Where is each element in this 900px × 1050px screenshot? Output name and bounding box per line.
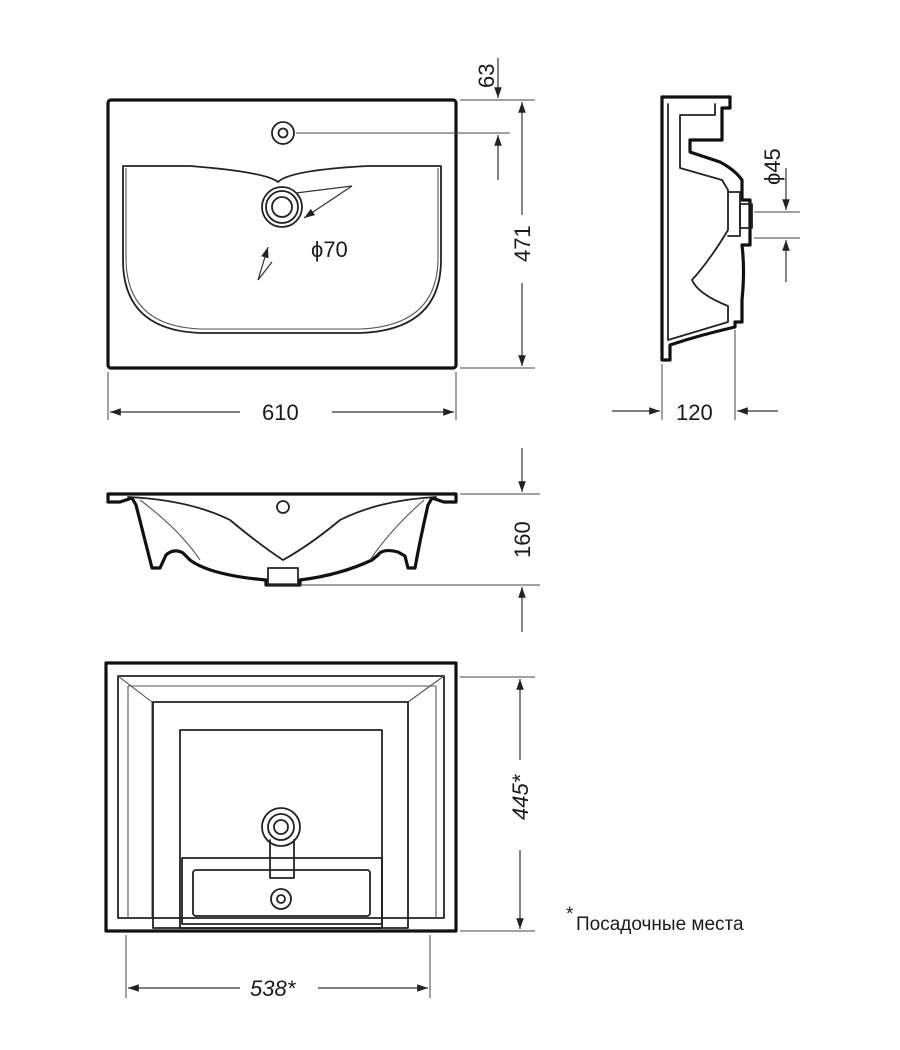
side-drain-pipe xyxy=(727,191,741,237)
faucet-offset-dimension: 63 xyxy=(474,58,502,180)
bowl-rim-top-inner xyxy=(125,168,439,330)
seat-depth-label: 445* xyxy=(508,773,533,820)
top-depth-label: 471 xyxy=(510,225,535,262)
bottom-drain-recess-inner xyxy=(192,869,371,917)
faucet-hole xyxy=(271,121,295,145)
drain-hole-top xyxy=(261,186,303,228)
side-view xyxy=(660,95,753,362)
depth-dimension-top: 471 xyxy=(296,99,535,369)
height-label: 160 xyxy=(510,521,535,558)
side-depth-label: 120 xyxy=(676,400,713,425)
front-bowl-inner xyxy=(139,499,425,561)
front-faucet-hole xyxy=(276,500,290,514)
side-depth-dimension: 120 xyxy=(612,330,778,425)
width-dimension-top: 610 xyxy=(107,372,457,425)
bottom-view xyxy=(104,661,458,933)
footnote-asterisk: * xyxy=(566,904,574,925)
front-drain-stub xyxy=(267,567,299,586)
drain-leader-upper xyxy=(303,185,353,219)
footnote: * Посадочные места xyxy=(566,904,744,935)
front-profile-outer xyxy=(106,492,458,587)
bottom-drain-recess-outer xyxy=(181,857,383,925)
outlet-diameter-label: ϕ45 xyxy=(760,148,785,185)
bottom-outline xyxy=(104,661,458,933)
seat-width-dimension: 538* xyxy=(125,935,431,1001)
top-view: ϕ70 xyxy=(106,98,458,370)
footnote-text: Посадочные места xyxy=(576,914,744,935)
bowl-rim-top xyxy=(122,165,442,334)
bottom-faucet-boss xyxy=(261,807,301,879)
bottom-drain-hole xyxy=(270,888,292,910)
bottom-inner-panel xyxy=(179,729,383,929)
faucet-offset-label: 63 xyxy=(474,64,499,88)
side-profile-inner xyxy=(667,103,729,341)
drain-leader-lower xyxy=(257,246,269,281)
side-drain-outlet xyxy=(739,203,753,229)
seat-depth-dimension: 445* xyxy=(460,676,535,932)
top-width-label: 610 xyxy=(262,400,299,425)
bottom-frame-bevel xyxy=(117,675,445,918)
front-view xyxy=(106,492,458,587)
drain-diameter-label: ϕ70 xyxy=(311,237,348,262)
basin-outline-top xyxy=(106,98,458,370)
outlet-diameter-dimension: ϕ45 xyxy=(754,148,800,282)
seat-width-label: 538* xyxy=(250,976,297,1001)
side-profile-outer xyxy=(660,95,752,362)
front-bowl-line xyxy=(127,496,437,561)
bottom-frame-outer xyxy=(117,675,445,919)
height-dimension-front: 160 xyxy=(300,448,540,632)
